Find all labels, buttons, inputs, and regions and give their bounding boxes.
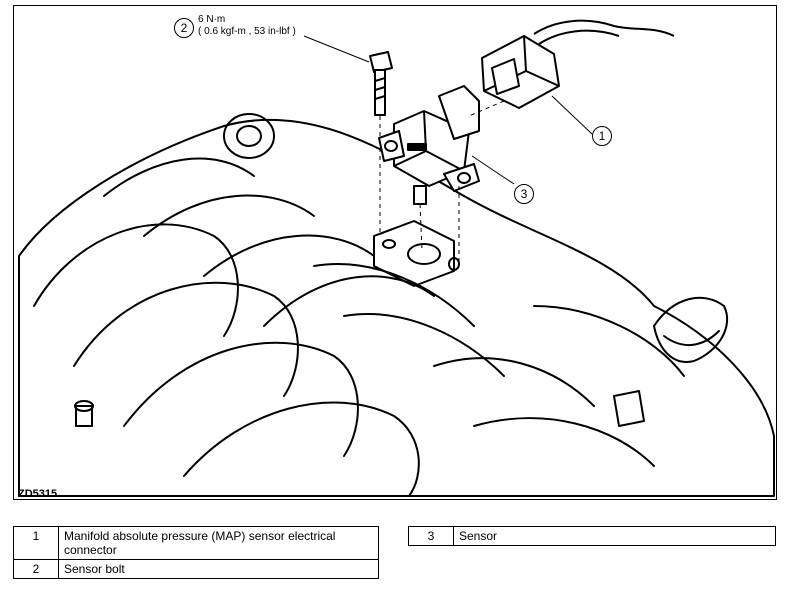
legend-table-left: 1 Manifold absolute pressure (MAP) senso…	[13, 526, 379, 579]
legend-row: 3 Sensor	[408, 526, 776, 546]
callout-2: 2	[174, 18, 194, 38]
figure-id: ZD5315	[18, 488, 58, 500]
legend-row: 1 Manifold absolute pressure (MAP) senso…	[13, 526, 379, 560]
electrical-connector	[481, 19, 675, 109]
legend-num: 3	[408, 526, 454, 546]
torque-spec: 6 N·m ( 0.6 kgf-m , 53 in-lbf )	[198, 14, 296, 38]
leader-1	[551, 95, 593, 135]
runner-6	[143, 194, 315, 237]
runner-3	[123, 341, 359, 457]
legend-desc: Sensor	[453, 526, 776, 546]
leader-2	[303, 35, 370, 63]
intake-manifold-illustration	[18, 19, 775, 497]
stud	[75, 405, 93, 427]
map-sensor	[378, 85, 480, 205]
legend-num: 1	[13, 526, 59, 560]
bracket	[613, 390, 645, 427]
assembly-line-connector	[468, 100, 505, 117]
leader-3	[471, 155, 515, 185]
torque-nm: 6 N·m	[198, 14, 226, 25]
runner-4	[183, 401, 420, 497]
plenum-rib-5	[533, 305, 685, 377]
plenum-rib-3	[433, 357, 595, 407]
plenum-rib-2	[343, 313, 505, 377]
callout-3: 3	[514, 184, 534, 204]
legend-row: 2 Sensor bolt	[13, 559, 379, 579]
torque-alt-units: ( 0.6 kgf-m , 53 in-lbf )	[198, 26, 296, 37]
lifting-eye	[223, 113, 275, 159]
hose-fitting	[653, 296, 729, 363]
runner-8	[263, 275, 435, 327]
runner-2	[73, 281, 299, 397]
diagram-figure: 1 3 2 6 N·m ( 0.6 kgf-m , 53 in-lbf )	[13, 5, 777, 500]
sensor-bolt	[369, 51, 393, 116]
plenum-rib-1	[313, 263, 475, 327]
plenum-rib-4	[473, 417, 655, 467]
legend-table-right: 3 Sensor	[408, 526, 776, 546]
sensor-port	[407, 243, 441, 265]
runner-1	[33, 223, 239, 337]
legend-desc: Sensor bolt	[58, 559, 379, 579]
runner-5	[103, 157, 255, 197]
runner-7	[203, 234, 375, 277]
legend-num: 2	[13, 559, 59, 579]
callout-1: 1	[592, 126, 612, 146]
legend-desc: Manifold absolute pressure (MAP) sensor …	[58, 526, 379, 560]
manifold-outline	[18, 118, 775, 497]
